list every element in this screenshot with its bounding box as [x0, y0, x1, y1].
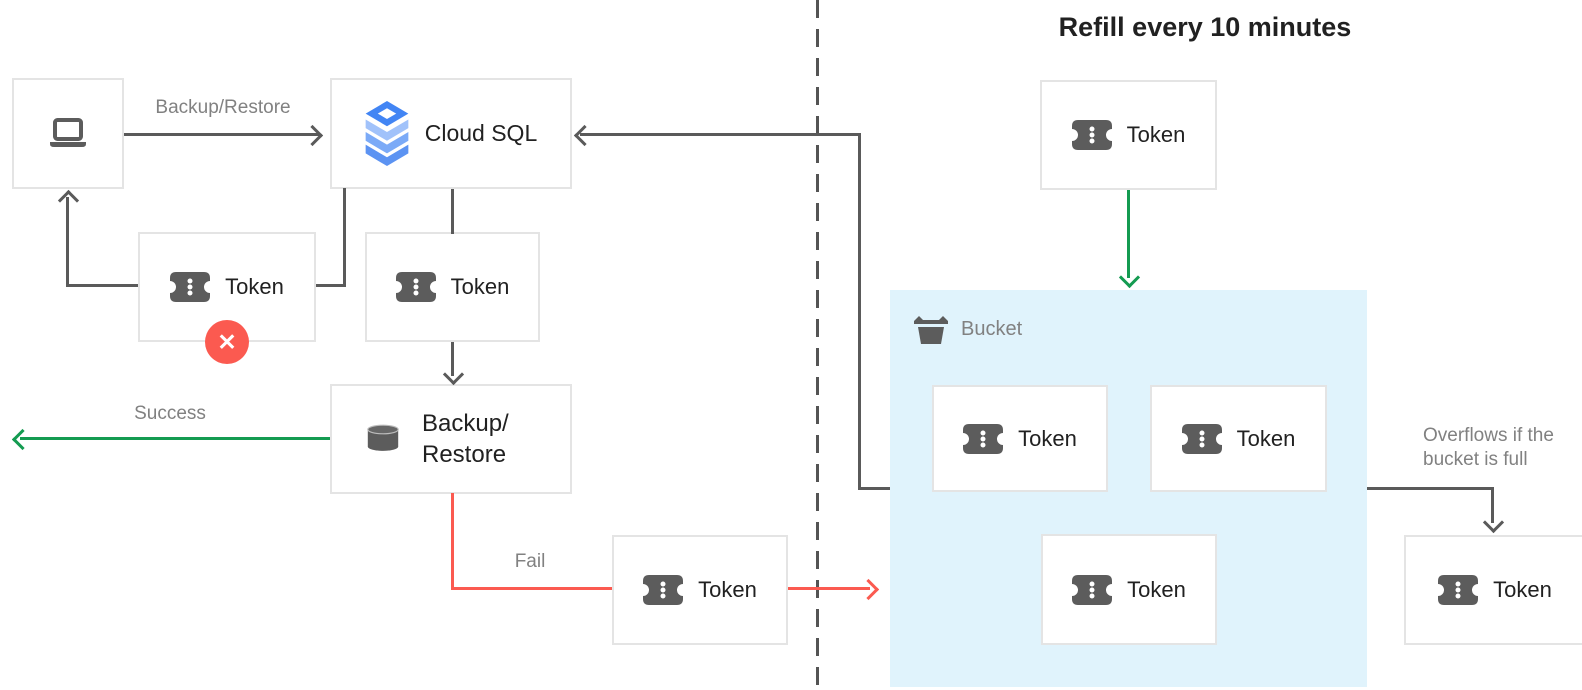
edge-bucket-to-cloudsql [580, 133, 861, 136]
token-label: Token [1126, 122, 1186, 147]
arrowhead-down-icon [1118, 266, 1141, 289]
arrowhead-left-icon [573, 124, 596, 147]
edge-token-to-backup [451, 342, 454, 376]
edge-success [20, 437, 330, 440]
backup-restore-node: Backup/ Restore [330, 384, 572, 494]
edge-token-to-cloudsql [316, 284, 346, 287]
edge-token-to-client [68, 284, 138, 287]
token-node-failed: Token [612, 535, 788, 645]
token-label: Token [1018, 425, 1077, 451]
token-label: Token [450, 274, 510, 299]
edge-overflow [1367, 487, 1494, 490]
cloud-sql-icon [365, 100, 409, 166]
edge-backup-restore-label: Backup/Restore [155, 97, 291, 118]
error-x-icon: ✕ [205, 320, 249, 364]
database-icon [367, 424, 399, 451]
edge-overflow-label: Overflows if the bucket is full [1423, 425, 1554, 470]
token-node-bucket-1: Token [932, 385, 1108, 492]
edge-fail-label: Fail [514, 551, 546, 572]
token-node-overflow: Token [1404, 535, 1582, 645]
laptop-icon [50, 117, 86, 147]
arrowhead-up-icon [57, 189, 80, 212]
cloud-sql-label: Cloud SQL [424, 120, 538, 146]
token-node-request: Token [365, 232, 540, 342]
token-icon [1071, 120, 1112, 150]
client-node [12, 78, 124, 189]
edge-cloudsql-to-token [451, 189, 454, 234]
edge-bucket-to-cloudsql [858, 487, 890, 490]
edge-fail [451, 493, 454, 590]
token-icon [395, 272, 436, 302]
token-label: Token [225, 274, 284, 299]
error-x-glyph: ✕ [217, 328, 237, 355]
dashed-divider [816, 0, 819, 690]
token-label: Token [1236, 425, 1296, 451]
arrowhead-down-icon [442, 363, 465, 386]
refill-title: Refill every 10 minutes [1058, 12, 1352, 42]
token-icon [963, 423, 1004, 454]
token-node-bucket-3: Token [1041, 534, 1217, 645]
bucket-label: Bucket [961, 318, 1023, 340]
edge-token-to-client [66, 197, 69, 287]
token-icon [1181, 423, 1222, 454]
arrowhead-down-icon [1482, 511, 1505, 534]
token-icon [1438, 575, 1479, 605]
edge-fail [451, 587, 612, 590]
arrowhead-right-icon [857, 578, 880, 601]
token-icon [1072, 574, 1113, 605]
token-icon [643, 575, 684, 605]
edge-success-label: Success [134, 403, 206, 424]
arrowhead-right-icon [301, 124, 324, 147]
cloud-sql-node: Cloud SQL [330, 78, 572, 189]
arrowhead-left-icon [11, 428, 34, 451]
edge-overflow [1491, 487, 1494, 523]
token-label: Token [698, 577, 757, 602]
token-node-bucket-2: Token [1150, 385, 1327, 492]
token-label: Token [1493, 577, 1552, 602]
edge-bucket-to-cloudsql [858, 134, 861, 490]
edge-token-to-cloudsql [343, 188, 346, 287]
bucket-label-group: Bucket [912, 314, 1022, 345]
edge-fail-to-bucket [788, 587, 870, 590]
token-icon [170, 272, 211, 302]
edge-backup-restore [124, 133, 320, 136]
backup-restore-label: Backup/ Restore [422, 410, 509, 468]
bucket-icon [914, 316, 948, 344]
edge-refill [1127, 190, 1130, 278]
token-node-refill: Token [1040, 80, 1217, 190]
token-label: Token [1127, 576, 1186, 602]
